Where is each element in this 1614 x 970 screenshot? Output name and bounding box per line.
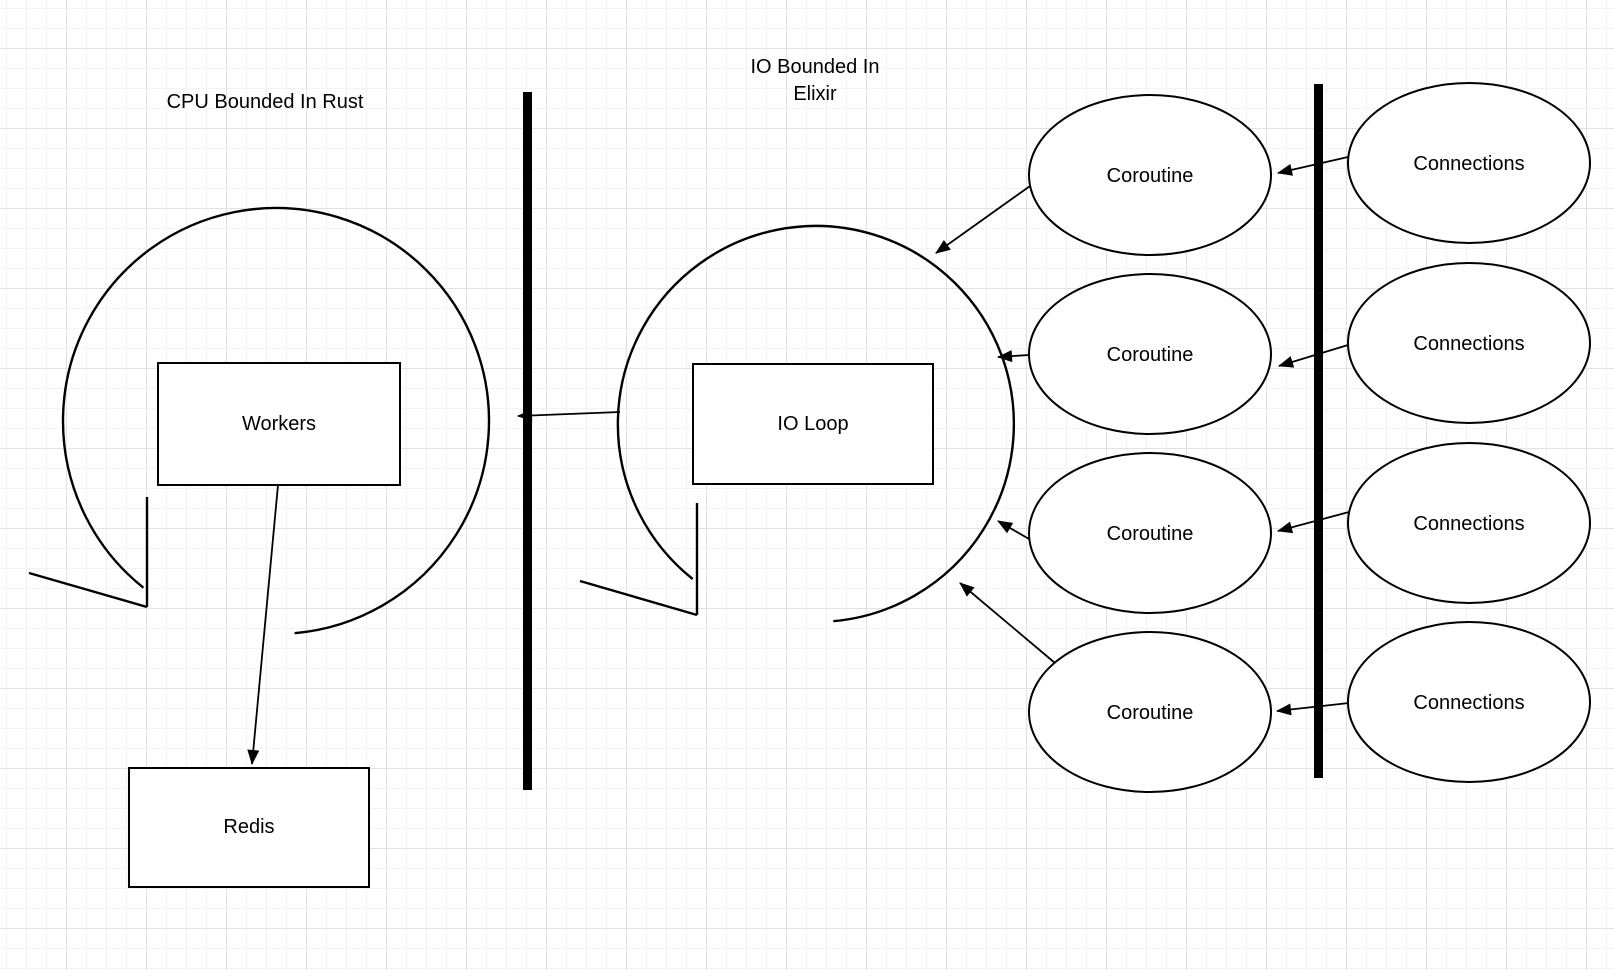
coroutine-ellipse-1 (1028, 94, 1272, 256)
io-loop-node: IO Loop (692, 363, 934, 485)
coroutine-label-1: Coroutine (1107, 165, 1194, 187)
cpu-loop-arc (61, 206, 491, 635)
connections-ellipse-3 (1347, 442, 1591, 604)
connections-node-4: Connections (1347, 621, 1591, 783)
connections-ellipse-4 (1347, 621, 1591, 783)
redis-node: Redis (128, 767, 370, 888)
coroutine-node-1: Coroutine (1028, 94, 1272, 256)
redis-box (128, 767, 370, 888)
coroutine1-to-loop-arrow (935, 185, 1031, 254)
io-section-title-line1: IO Bounded In (751, 56, 880, 78)
io-loop-label: IO Loop (777, 413, 848, 435)
coroutine3-to-loop-arrow (997, 520, 1030, 540)
boundary-divider-left (523, 92, 532, 790)
redis-label: Redis (223, 816, 274, 838)
coroutine-node-4: Coroutine (1028, 631, 1272, 793)
cpu-loop-arrowhead (28, 497, 149, 609)
coroutine-label-2: Coroutine (1107, 344, 1194, 366)
coroutine-node-3: Coroutine (1028, 452, 1272, 614)
io-loop-arrowhead (579, 503, 699, 617)
io-loop-arc (616, 224, 1016, 623)
workers-label: Workers (242, 413, 316, 435)
io-section-title-line2: Elixir (793, 83, 837, 105)
cpu-section-title: CPU Bounded In Rust (167, 91, 364, 113)
connections-label-3: Connections (1413, 513, 1524, 535)
boundary-divider-right (1314, 84, 1323, 778)
io-loop-to-workers-arrow (517, 409, 621, 422)
connections-label-4: Connections (1413, 692, 1524, 714)
connections-node-2: Connections (1347, 262, 1591, 424)
connections4-to-coroutine-arrow (1276, 702, 1350, 716)
coroutine4-to-loop-arrow (959, 582, 1056, 664)
io-loop-box (692, 363, 934, 485)
coroutine-label-3: Coroutine (1107, 523, 1194, 545)
workers-to-redis-arrow (247, 484, 279, 765)
connections3-to-coroutine-arrow (1277, 511, 1350, 534)
connections-label-1: Connections (1413, 153, 1524, 175)
connections2-to-coroutine-arrow (1278, 344, 1349, 368)
workers-box (157, 362, 401, 486)
connections-ellipse-2 (1347, 262, 1591, 424)
connections-label-2: Connections (1413, 333, 1524, 355)
workers-node: Workers (157, 362, 401, 486)
coroutine-ellipse-4 (1028, 631, 1272, 793)
coroutine-ellipse-2 (1028, 273, 1272, 435)
coroutine-label-4: Coroutine (1107, 702, 1194, 724)
connections-node-1: Connections (1347, 82, 1591, 244)
coroutine2-to-loop-arrow (997, 350, 1030, 363)
connections-ellipse-1 (1347, 82, 1591, 244)
coroutine-ellipse-3 (1028, 452, 1272, 614)
coroutine-node-2: Coroutine (1028, 273, 1272, 435)
connections1-to-coroutine-arrow (1277, 156, 1349, 176)
connections-node-3: Connections (1347, 442, 1591, 604)
